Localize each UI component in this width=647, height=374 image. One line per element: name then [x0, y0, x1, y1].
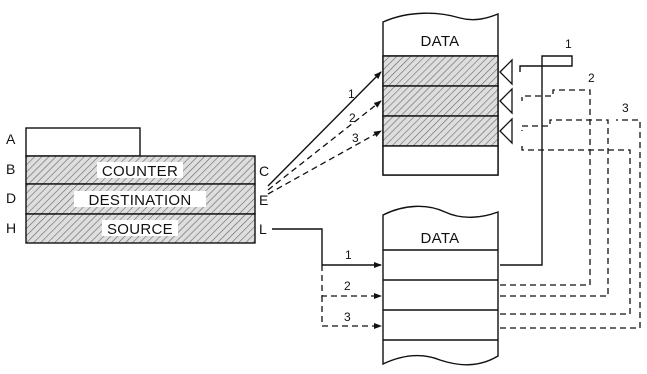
row-letter-b: B	[6, 161, 15, 177]
arrow-path-3	[267, 130, 382, 195]
destination-pointer-arrows: 1 2 3	[267, 71, 382, 195]
source-pointer-arrows: 1 2 3	[272, 228, 382, 329]
row-letter-a: A	[6, 131, 16, 147]
path-label-left-2: 2	[349, 111, 356, 125]
right-letter-e: E	[259, 192, 268, 208]
lower-data-block: DATA	[382, 205, 499, 366]
register-a	[25, 127, 141, 157]
path-label-left-1: 1	[348, 87, 355, 101]
right-letter-c: C	[259, 163, 269, 179]
counter-label: COUNTER	[102, 163, 178, 180]
lower-block-title: DATA	[421, 230, 460, 247]
row-letter-h: H	[6, 220, 16, 236]
upper-block-title: DATA	[421, 33, 460, 50]
lower-block-outline	[382, 205, 499, 366]
copy-loops: 1 2 3	[499, 37, 641, 329]
arrow-path-1	[267, 71, 382, 187]
right-letter-l: L	[259, 221, 267, 237]
path-label-lower-2: 2	[344, 279, 351, 293]
upper-row-2	[382, 85, 499, 117]
path-label-right-2: 2	[588, 71, 595, 85]
source-label: SOURCE	[107, 221, 173, 238]
upper-row-1	[382, 55, 499, 87]
path-label-lower-3: 3	[344, 310, 351, 324]
upper-row-3	[382, 115, 499, 147]
row-letter-d: D	[6, 190, 16, 206]
path-label-lower-1: 1	[345, 248, 352, 262]
destination-label: DESTINATION	[88, 192, 191, 209]
upper-data-block: DATA	[382, 12, 499, 176]
path-label-left-3: 3	[352, 131, 359, 145]
upper-row-4	[382, 145, 499, 176]
path-label-right-1: 1	[565, 37, 572, 51]
register-group: COUNTER DESTINATION SOURCE A B D H C E L	[6, 127, 269, 244]
path-label-right-3: 3	[622, 101, 629, 115]
arrow-path-2	[267, 100, 382, 191]
